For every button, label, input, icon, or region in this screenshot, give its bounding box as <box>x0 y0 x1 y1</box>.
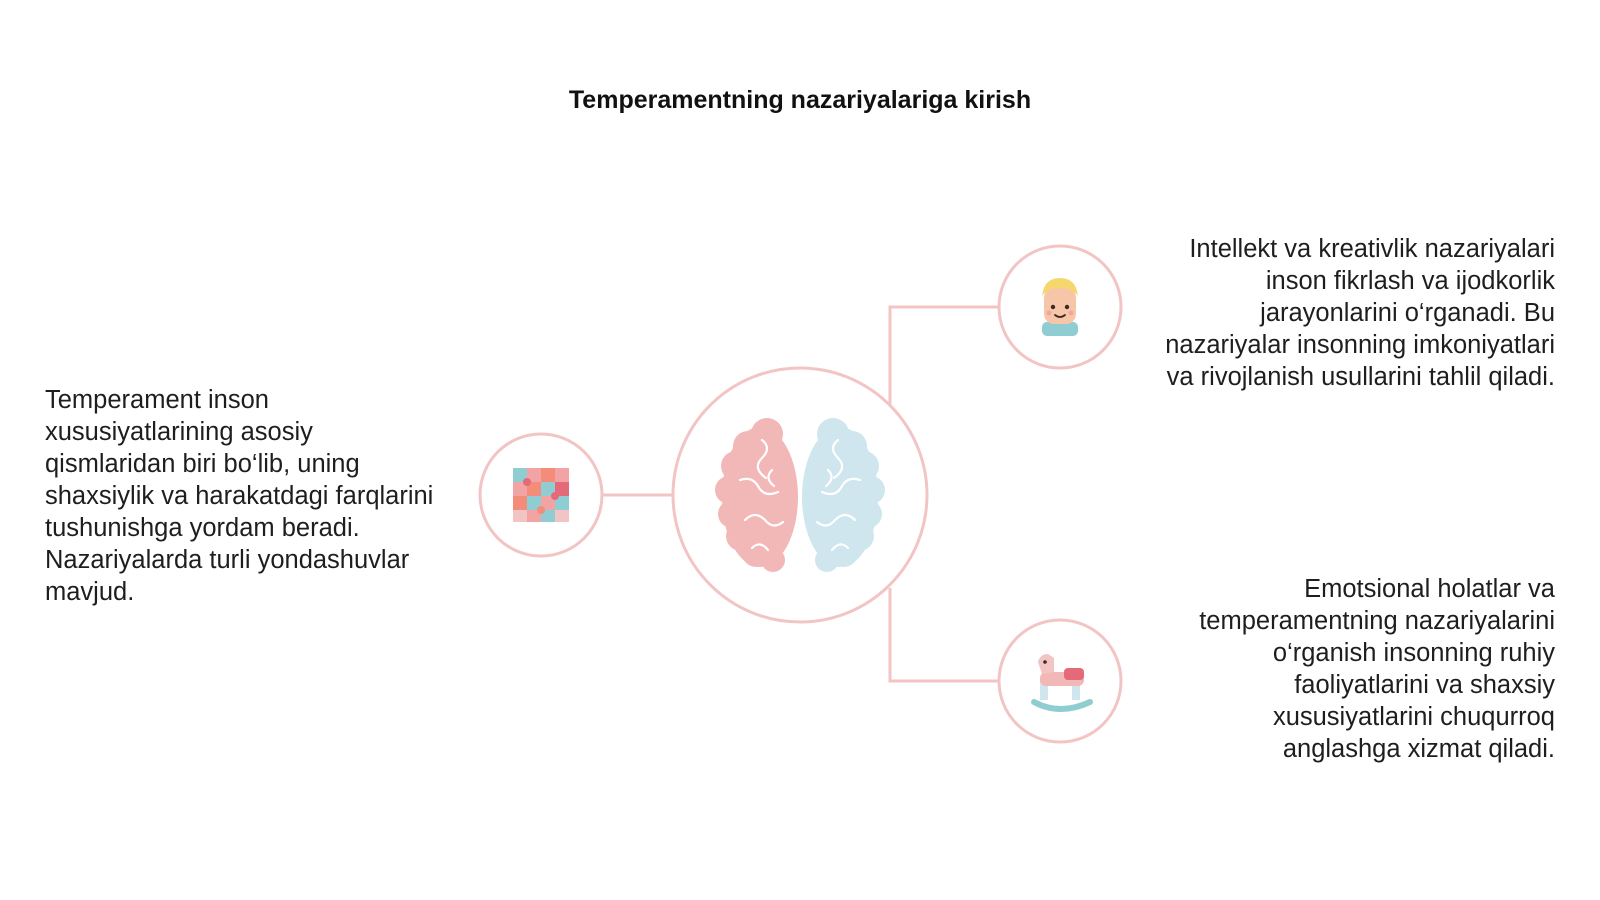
connectors <box>602 305 1000 683</box>
brain-icon <box>715 418 885 572</box>
left-node <box>478 432 604 558</box>
rocking-horse-icon <box>1031 654 1093 712</box>
bottom-right-description: Emotsional holatlar va temperamentning n… <box>1199 575 1555 763</box>
slide-title: Temperamentning nazariyalariga kirish <box>568 86 1032 114</box>
child-face-icon <box>1042 278 1078 336</box>
bottom-right-node <box>997 618 1123 744</box>
connector-top-right <box>888 305 1000 405</box>
puzzle-icon <box>513 468 569 522</box>
top-right-description: Intellekt va kreativlik nazariyalari ins… <box>1165 235 1555 391</box>
top-right-node <box>997 244 1123 370</box>
connector-bottom-right <box>888 588 1000 683</box>
center-node <box>671 366 929 624</box>
left-description: Temperament inson xususiyatlarining asos… <box>45 386 434 606</box>
